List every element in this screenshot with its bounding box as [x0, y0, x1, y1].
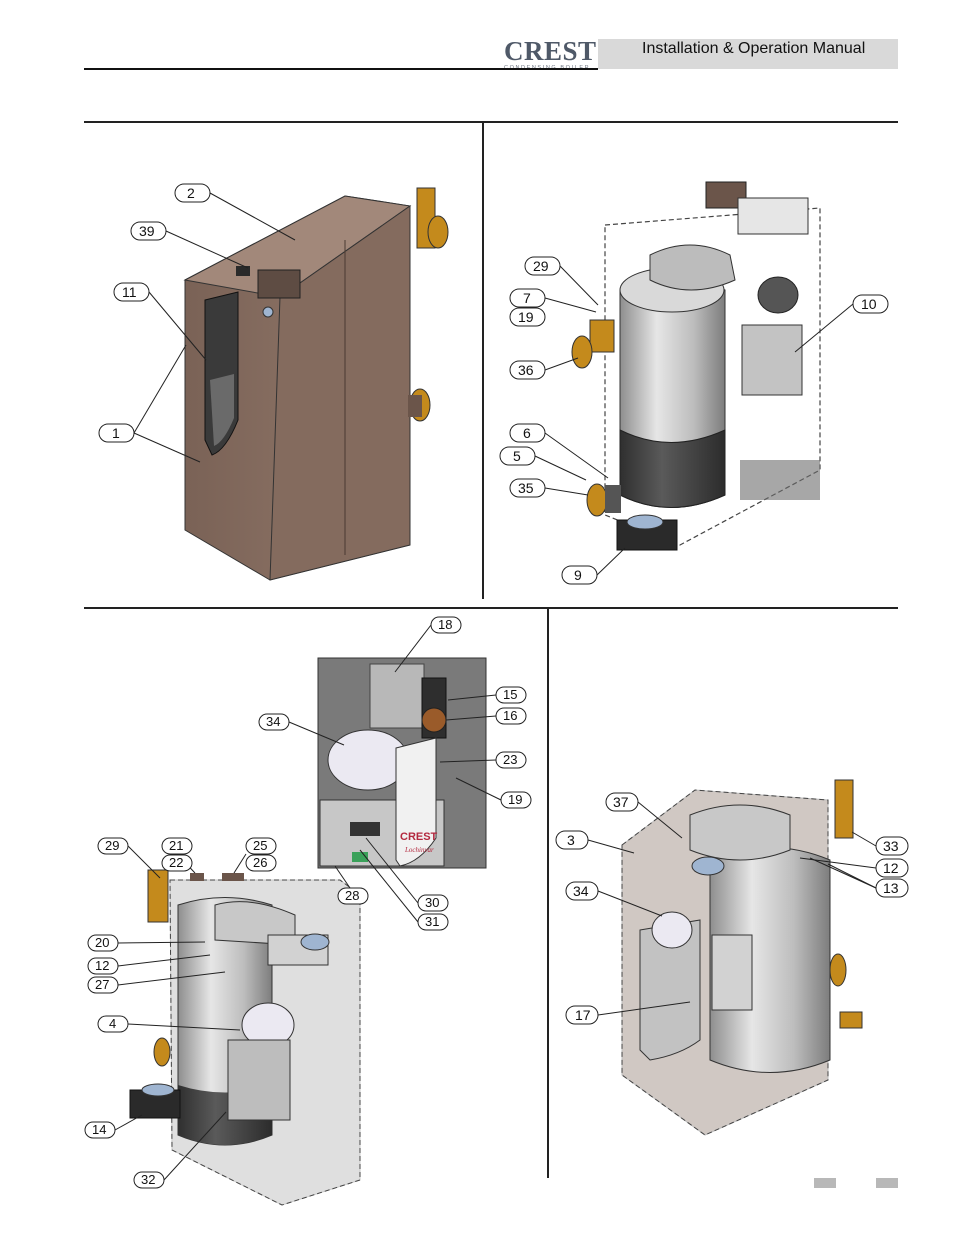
left-internal-view: CREST Lochinvar: [129, 657, 487, 1206]
callout-19-rear: 19: [509, 307, 546, 327]
callout-18: 18: [394, 616, 462, 673]
svg-text:25: 25: [253, 838, 267, 853]
callout-15: 15: [447, 686, 527, 704]
svg-text:18: 18: [438, 617, 452, 632]
callout-36: 36: [509, 357, 579, 380]
callout-14: 14: [84, 1114, 143, 1139]
divider-vertical-bottom: [547, 607, 549, 1178]
svg-text:19: 19: [518, 309, 534, 325]
svg-text:34: 34: [573, 883, 589, 899]
rear-internal-view: [571, 181, 821, 551]
svg-text:7: 7: [523, 290, 531, 306]
logo-wordmark: CREST: [504, 36, 597, 66]
callout-25: 25: [233, 837, 277, 874]
callout-5: 5: [499, 446, 587, 481]
callout-21: 21: [161, 837, 196, 874]
svg-text:1: 1: [112, 425, 120, 441]
svg-text:10: 10: [861, 296, 877, 312]
svg-text:4: 4: [109, 1016, 116, 1031]
svg-text:20: 20: [95, 935, 109, 950]
callout-13: 13: [809, 857, 909, 898]
svg-text:28: 28: [345, 888, 359, 903]
footer-mark-right: [876, 1178, 898, 1188]
controller-brand: CREST: [400, 831, 438, 843]
callout-29-left: 29: [97, 837, 161, 879]
svg-text:14: 14: [92, 1122, 106, 1137]
svg-text:27: 27: [95, 977, 109, 992]
svg-text:3: 3: [567, 832, 575, 848]
svg-text:37: 37: [613, 794, 629, 810]
svg-text:9: 9: [574, 567, 582, 583]
svg-text:17: 17: [575, 1007, 591, 1023]
divider-vertical-top: [482, 121, 484, 599]
svg-text:21: 21: [169, 838, 183, 853]
callout-34-left: 34: [258, 713, 345, 746]
svg-text:6: 6: [523, 425, 531, 441]
callout-1: 1: [98, 344, 201, 463]
svg-text:26: 26: [253, 855, 267, 870]
callout-16: 16: [445, 707, 527, 725]
svg-text:12: 12: [95, 958, 109, 973]
svg-text:23: 23: [503, 752, 517, 767]
svg-text:13: 13: [883, 880, 899, 896]
footer-mark-left: [814, 1178, 836, 1188]
callout-4: 4: [97, 1015, 241, 1033]
svg-text:15: 15: [503, 687, 517, 702]
callout-17: 17: [565, 1001, 691, 1025]
callout-19-left: 19: [455, 777, 532, 809]
svg-text:16: 16: [503, 708, 517, 723]
svg-text:32: 32: [141, 1172, 155, 1187]
callout-11: 11: [113, 282, 207, 361]
manual-title: Installation & Operation Manual: [642, 40, 866, 57]
svg-text:19: 19: [508, 792, 522, 807]
callout-22: 22: [161, 854, 193, 872]
svg-text:29: 29: [105, 838, 119, 853]
svg-text:34: 34: [266, 714, 280, 729]
callout-9: 9: [561, 547, 626, 585]
svg-text:5: 5: [513, 448, 521, 464]
callout-37: 37: [605, 792, 683, 839]
callout-12-left: 12: [87, 954, 211, 975]
svg-text:11: 11: [122, 284, 137, 300]
front-exterior-view: [183, 187, 449, 581]
callout-20: 20: [87, 934, 206, 952]
right-internal-view: [621, 779, 863, 1136]
callout-29-rear: 29: [524, 256, 599, 306]
callout-39: 39: [130, 221, 249, 269]
svg-text:36: 36: [518, 362, 534, 378]
svg-text:12: 12: [883, 860, 899, 876]
callout-30: 30: [365, 837, 449, 912]
header-rule: [84, 68, 598, 70]
callout-28: 28: [334, 865, 369, 905]
svg-text:35: 35: [518, 480, 534, 496]
svg-text:39: 39: [139, 223, 155, 239]
svg-text:33: 33: [883, 838, 899, 854]
svg-text:30: 30: [425, 895, 439, 910]
controller-maker: Lochinvar: [404, 846, 434, 854]
svg-text:31: 31: [425, 914, 439, 929]
callout-6: 6: [509, 423, 609, 479]
callout-32: 32: [133, 1111, 227, 1189]
section-rule-middle: [84, 607, 898, 609]
svg-text:2: 2: [187, 185, 195, 201]
callout-7: 7: [509, 288, 597, 313]
section-rule-top: [84, 121, 898, 123]
callout-26: 26: [245, 854, 277, 872]
svg-text:29: 29: [533, 258, 549, 274]
callout-2: 2: [174, 183, 296, 241]
callout-27: 27: [87, 971, 226, 994]
callout-31: 31: [359, 849, 449, 931]
callout-10: 10: [794, 294, 889, 353]
callout-23: 23: [439, 751, 527, 769]
callout-3: 3: [555, 830, 635, 854]
callout-35: 35: [509, 478, 589, 498]
callout-33: 33: [851, 831, 909, 856]
svg-text:22: 22: [169, 855, 183, 870]
manual-title-bar: Installation & Operation Manual: [598, 39, 898, 69]
callout-34-right: 34: [565, 881, 663, 917]
